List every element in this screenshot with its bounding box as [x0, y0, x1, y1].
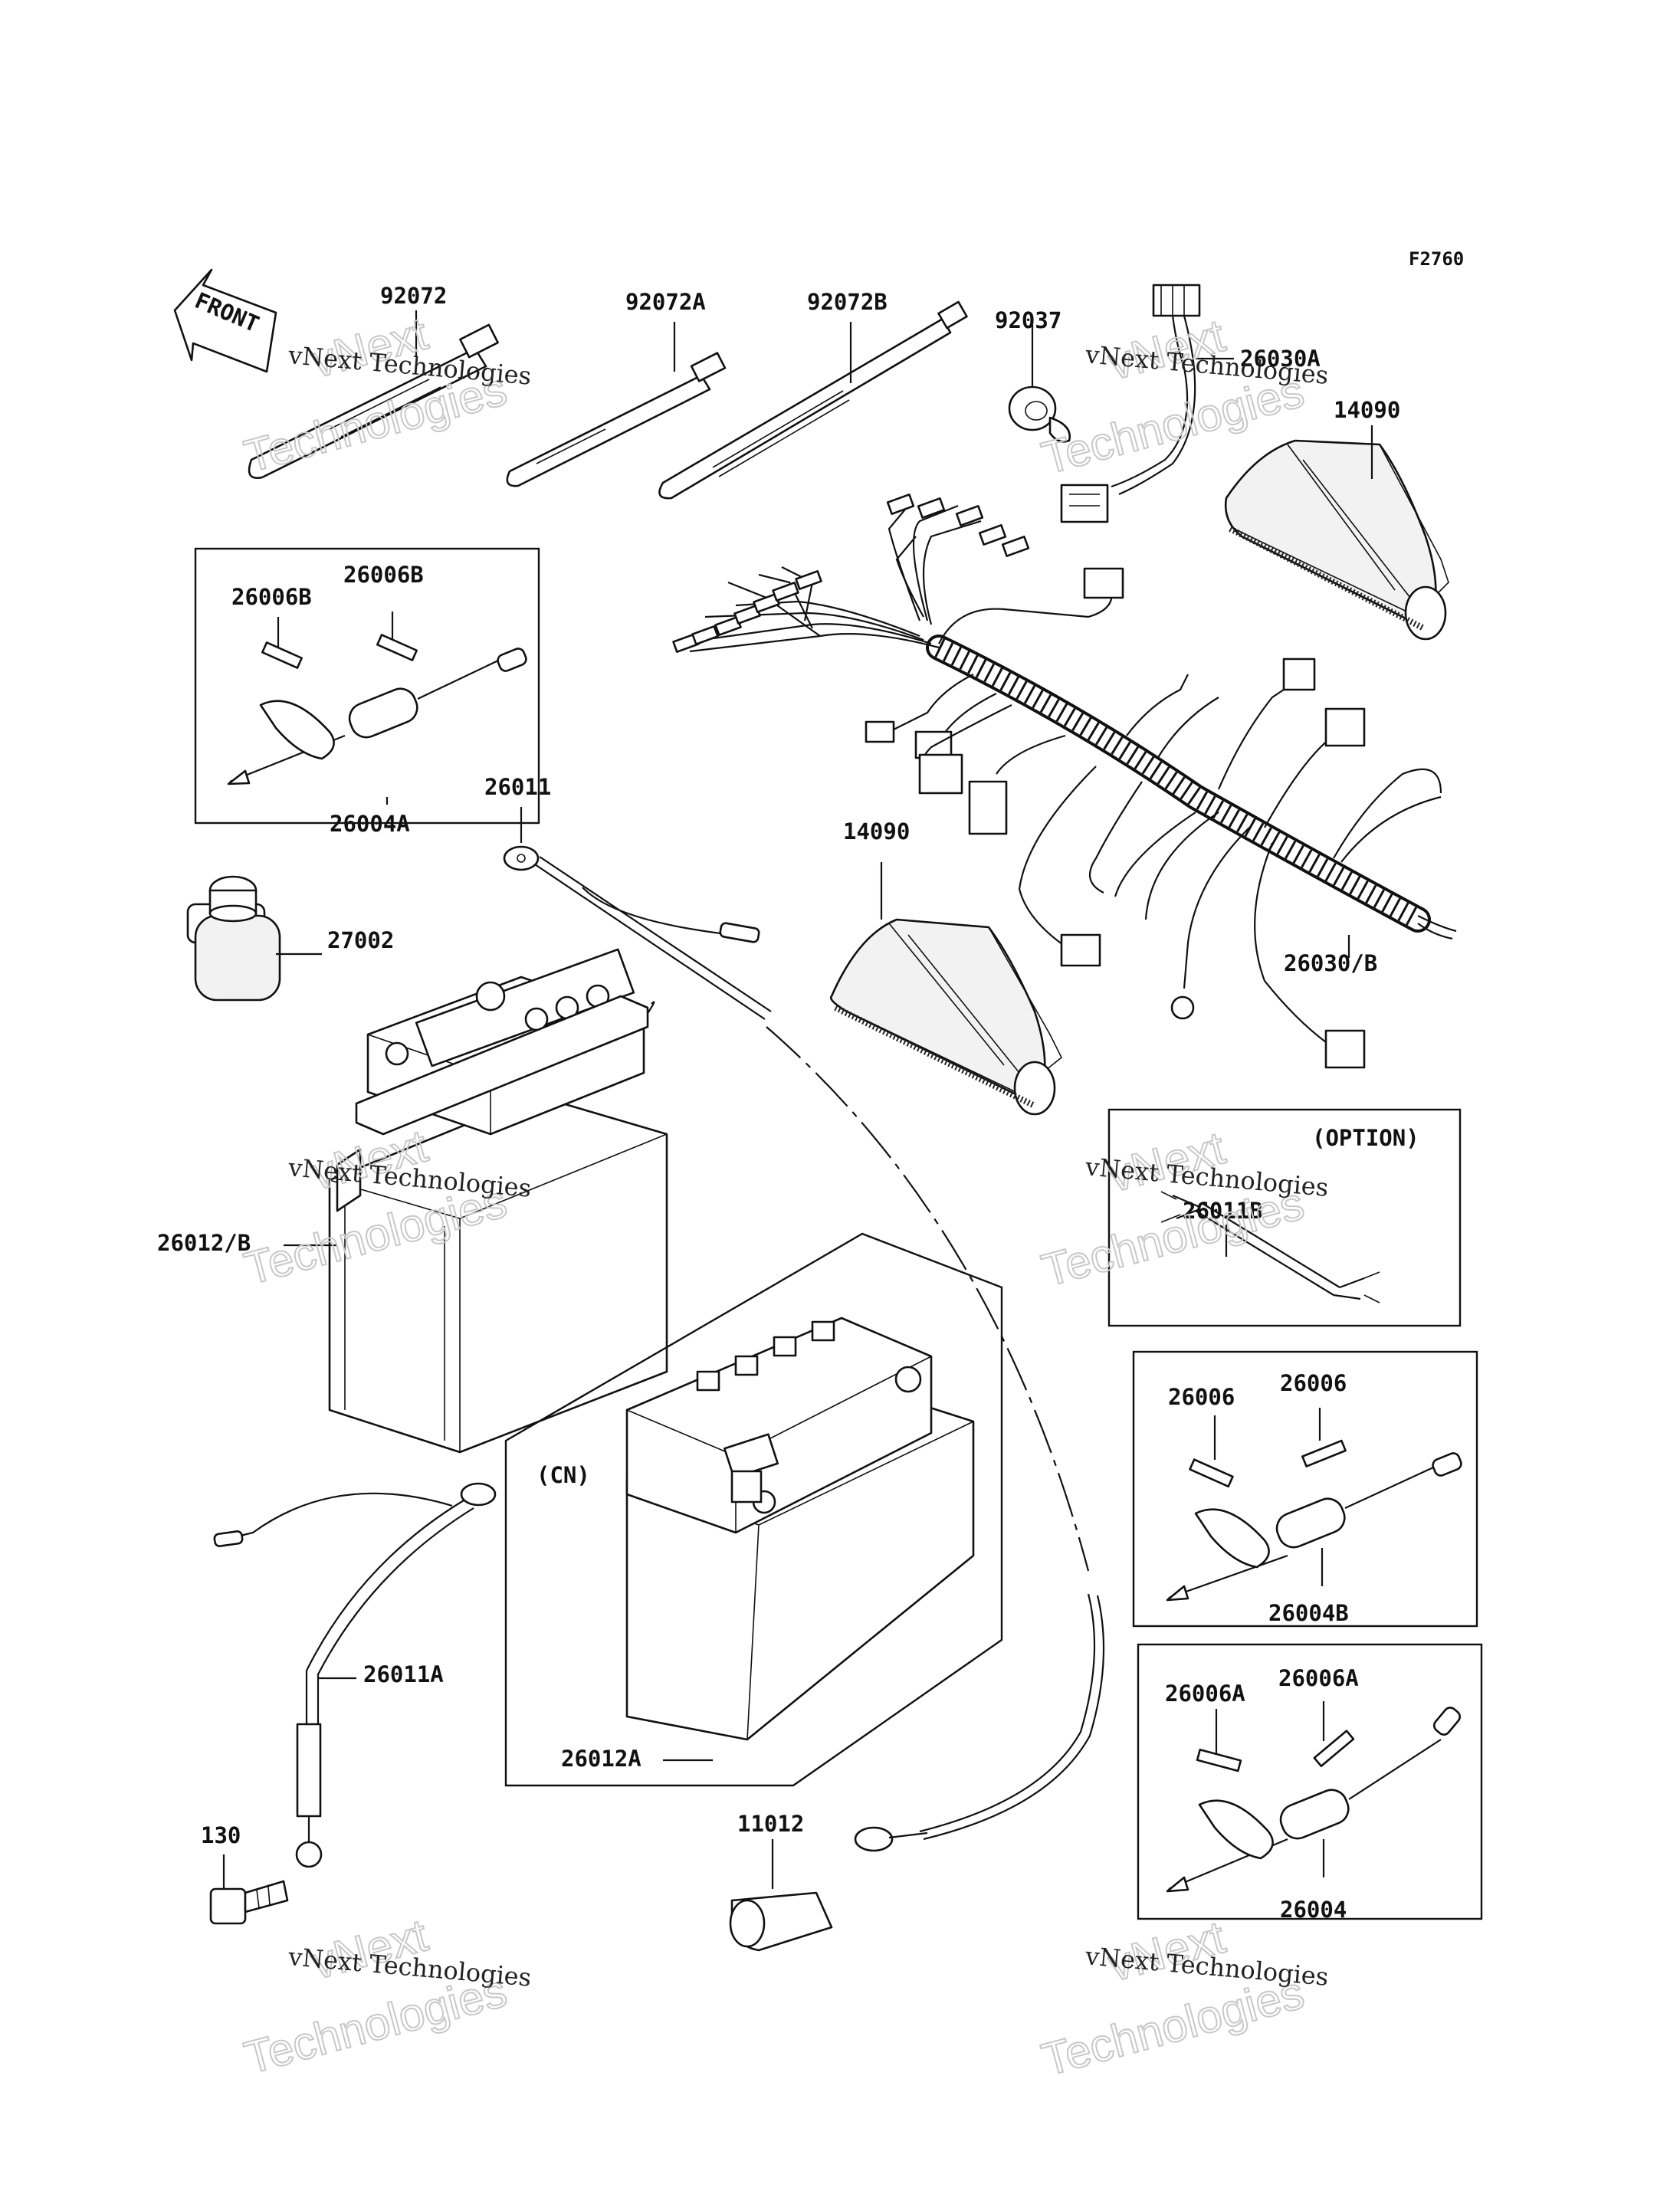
- part-label-11012: 11012: [737, 1811, 804, 1837]
- protector-14090-top: [1224, 439, 1449, 641]
- part-label-26004A: 26004A: [330, 811, 410, 837]
- part-label-92072A: 92072A: [625, 289, 706, 315]
- part-label-130: 130: [201, 1822, 241, 1848]
- part-label-26006-left: 26006: [1168, 1384, 1235, 1410]
- part-label-14090-mid: 14090: [843, 818, 910, 844]
- part-label-26011B: 26011B: [1183, 1198, 1263, 1224]
- part-label-26012A: 26012A: [561, 1746, 641, 1772]
- lead-ground-right: [854, 1593, 1105, 1852]
- main-wire-harness-26030B: [672, 494, 1457, 1069]
- relay-27002: [186, 875, 281, 1002]
- part-label-26006A-left: 26006A: [1165, 1681, 1245, 1707]
- part-label-26030B: 26030/B: [1284, 950, 1377, 976]
- lead-26011: [503, 845, 772, 1020]
- part-label-26006-right: 26006: [1280, 1370, 1347, 1396]
- part-label-26004B: 26004B: [1268, 1600, 1349, 1626]
- lead-26011A: [213, 1482, 497, 1868]
- part-label-26011A: 26011A: [363, 1661, 444, 1687]
- fuse-holder-box-26004A: [194, 547, 540, 825]
- option-group-label: (OPTION): [1312, 1125, 1419, 1151]
- part-label-26006A-right: 26006A: [1278, 1665, 1359, 1691]
- leader-lines: [222, 310, 1373, 1889]
- bolt-130: [209, 1880, 289, 1925]
- part-label-92037: 92037: [995, 307, 1061, 333]
- part-label-27002: 27002: [327, 927, 394, 953]
- battery-26012B: [328, 948, 668, 1454]
- part-label-92072: 92072: [380, 283, 447, 309]
- cable-tie-92072: [248, 323, 499, 480]
- watermark-bottom-left: vNext Technologies vNext Technologies: [238, 1908, 533, 2084]
- part-label-14090-top: 14090: [1334, 397, 1400, 423]
- part-label-26030A: 26030A: [1240, 346, 1321, 372]
- option-box-26011B: [1107, 1108, 1462, 1327]
- dash-leader-line: [766, 1026, 1090, 1572]
- cn-box-26012A: [504, 1232, 1003, 1787]
- part-label-92072B: 92072B: [807, 289, 888, 315]
- clamp-92037: [1008, 385, 1071, 443]
- cable-tie-92072B: [658, 300, 968, 500]
- part-label-26011: 26011: [484, 774, 551, 800]
- figure-code: F2760: [1409, 248, 1464, 270]
- fuse-holder-box-26004: [1137, 1643, 1483, 1920]
- part-label-26004: 26004: [1280, 1897, 1347, 1923]
- sub-harness-26030A: [1060, 284, 1201, 523]
- watermark-mid-right: vNext Technologies vNext Technologies: [1035, 1121, 1329, 1297]
- part-label-26006B-right: 26006B: [343, 562, 424, 588]
- part-label-26012B: 26012/B: [157, 1230, 251, 1256]
- cable-tie-92072A: [506, 352, 727, 487]
- watermark-bottom-right: vNext Technologies vNext Technologies: [1035, 1910, 1329, 2087]
- fuse-holder-box-26004B: [1132, 1350, 1478, 1628]
- insulator-boot-11012: [729, 1891, 833, 1952]
- part-label-26006B-left: 26006B: [231, 584, 312, 610]
- protector-14090-mid: [829, 918, 1063, 1116]
- cn-group-label: (CN): [536, 1462, 590, 1488]
- front-arrow-icon: FRONT: [173, 268, 277, 373]
